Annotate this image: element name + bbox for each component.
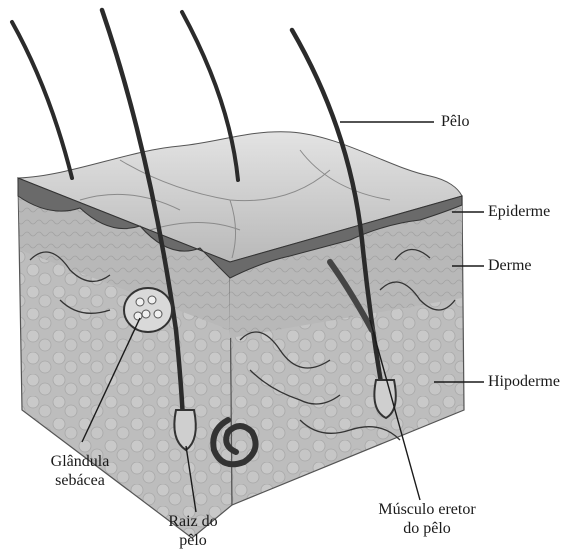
label-glandula-sebacea: Glândula sebácea	[30, 452, 130, 490]
label-pelo: Pêlo	[441, 112, 469, 131]
label-derme: Derme	[488, 256, 532, 275]
label-musculo-line2: do pêlo	[352, 519, 502, 538]
sebaceous-gland	[124, 288, 172, 332]
label-musculo-line1: Músculo eretor	[352, 500, 502, 519]
label-musculo-eretor: Músculo eretor do pêlo	[352, 500, 502, 538]
label-glandula-line2: sebácea	[30, 471, 130, 490]
label-epiderme: Epiderme	[488, 202, 550, 221]
label-hipoderme: Hipoderme	[488, 372, 560, 391]
label-raiz-line2: pêlo	[148, 531, 238, 550]
label-raiz-line1: Raiz do	[148, 512, 238, 531]
label-raiz-do-pelo: Raiz do pêlo	[148, 512, 238, 550]
label-glandula-line1: Glândula	[30, 452, 130, 471]
